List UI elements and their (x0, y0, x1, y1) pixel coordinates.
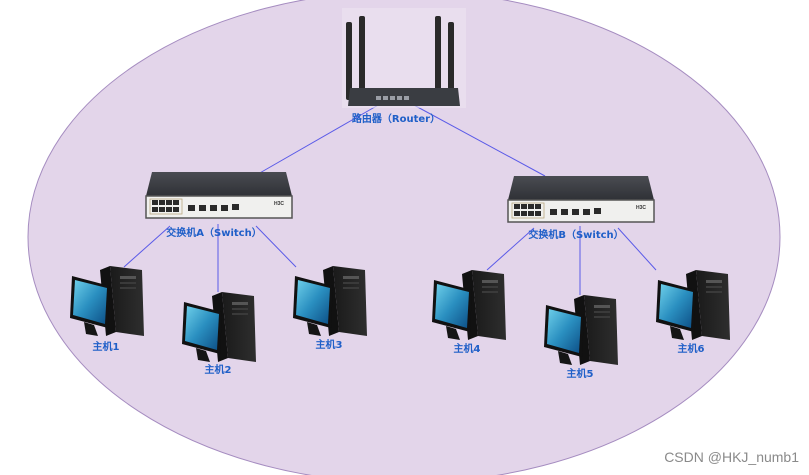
antenna (435, 16, 441, 100)
router (342, 8, 466, 108)
host-1-label: 主机1 (92, 342, 120, 353)
link-switch-b-host6 (617, 227, 657, 271)
link-switch-b-host4 (486, 227, 535, 271)
antenna (448, 22, 454, 100)
host-6-label: 主机6 (677, 344, 705, 355)
switch-a-label: 交换机A（Switch） (166, 228, 262, 239)
host-4-label: 主机4 (453, 344, 481, 355)
link-router-switch-a (257, 103, 381, 175)
watermark: CSDN @HKJ_numb1 (664, 449, 799, 465)
switch-a (145, 171, 293, 219)
antenna (346, 22, 352, 100)
link-switch-a-host3 (255, 225, 297, 268)
link-switch-a-host1 (123, 225, 171, 268)
switch-b (507, 175, 655, 223)
host-5-label: 主机5 (566, 369, 594, 380)
host-3-label: 主机3 (315, 340, 343, 351)
links (123, 103, 657, 295)
router-label: 路由器（Router） (351, 114, 441, 125)
antenna (359, 16, 365, 100)
host-2-label: 主机2 (204, 365, 232, 376)
switch-b-label: 交换机B（Switch） (528, 230, 624, 241)
link-router-switch-b (411, 103, 546, 177)
